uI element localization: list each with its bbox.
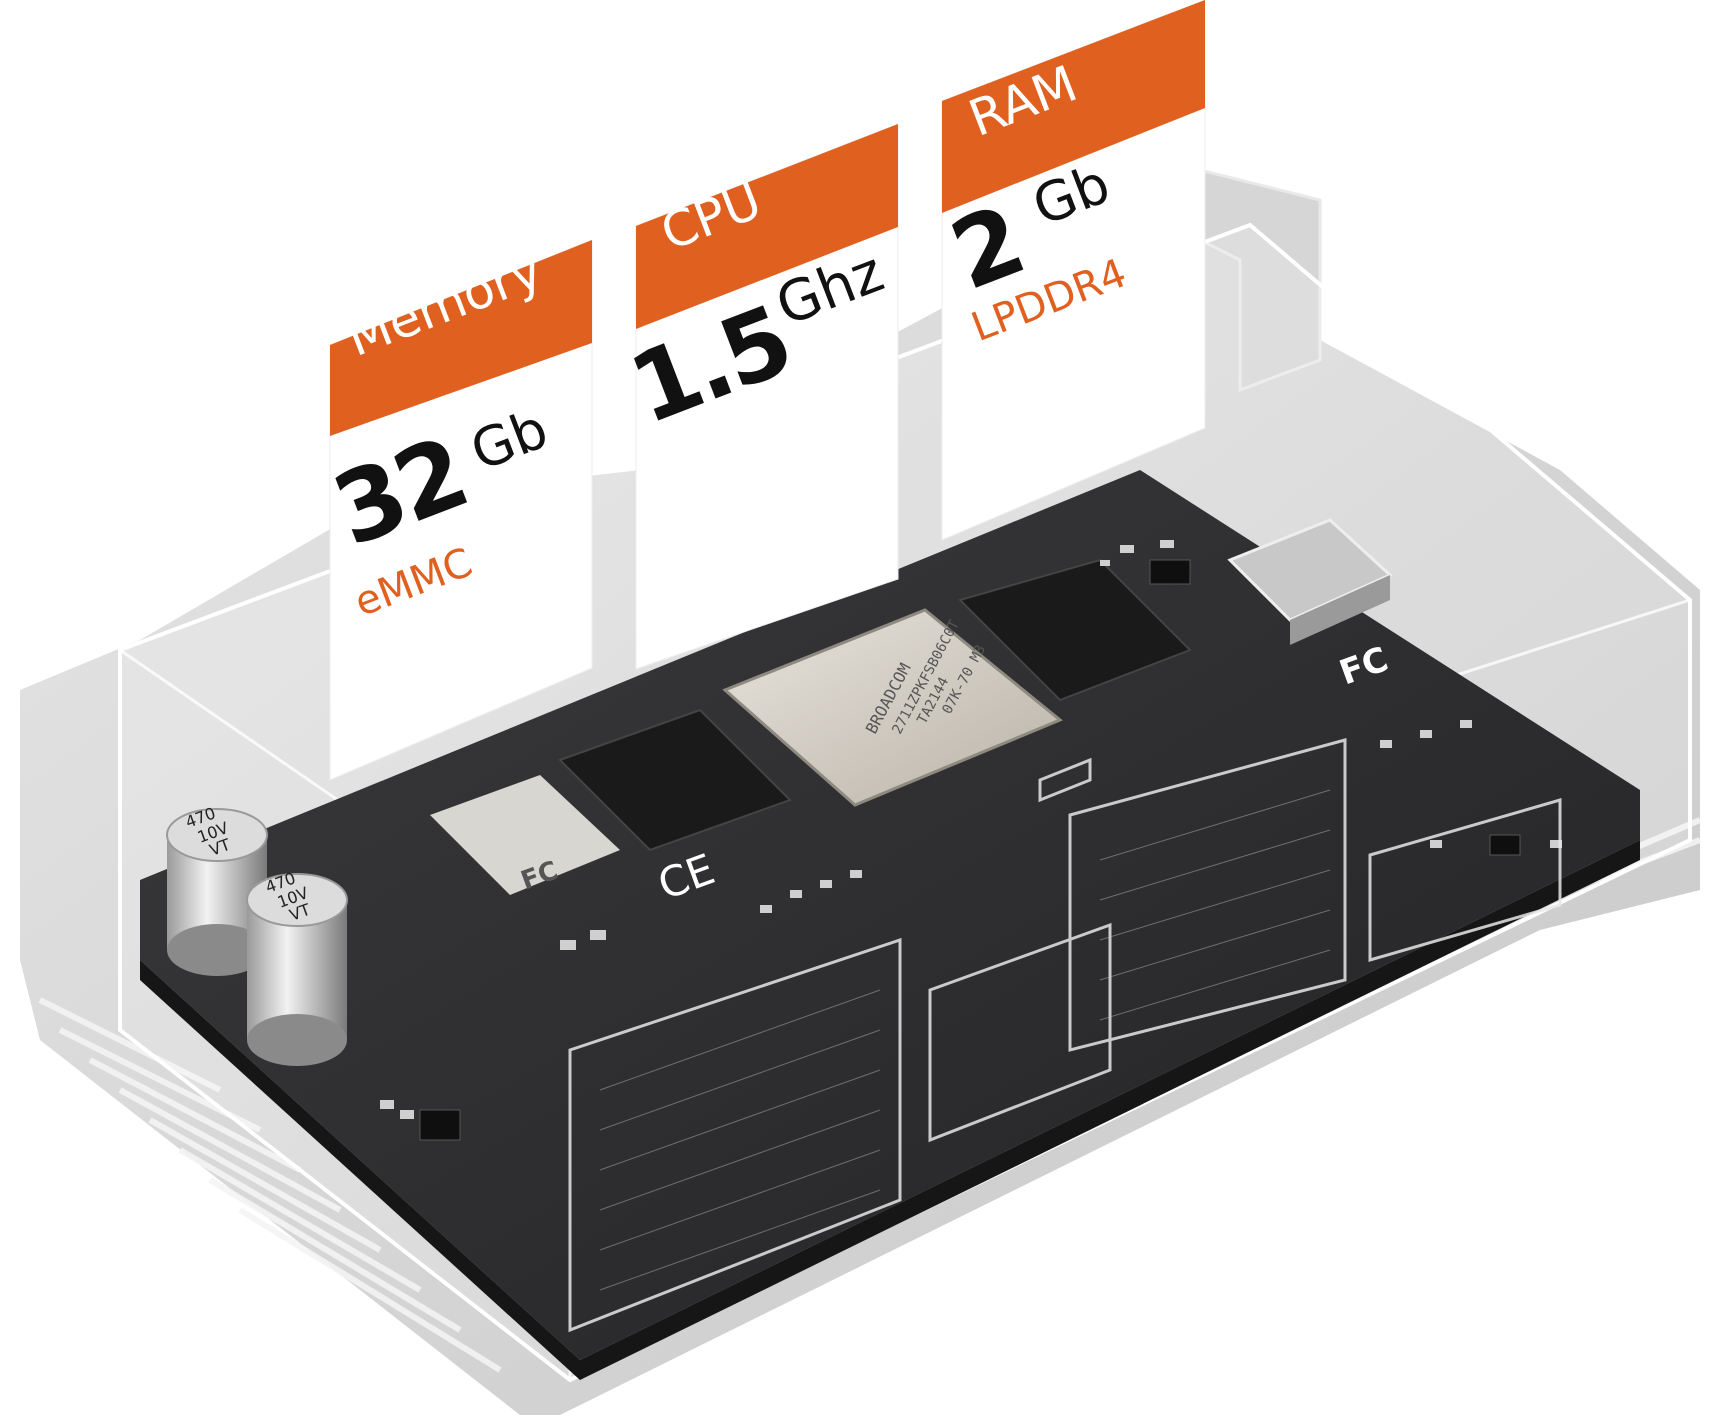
connector-housings — [568, 738, 1562, 1333]
ram-card-header — [942, 0, 1205, 213]
circuit-board: BROADCOM 2711ZPKFSB06C0T TA2144 07K-70 M… — [140, 470, 1640, 1380]
capacitor-2: 470 10V VT — [246, 868, 348, 1066]
memory-card-header — [330, 240, 592, 436]
cpu-card-header — [636, 124, 898, 329]
cpu-card: CPU 1.5 Ghz — [616, 123, 906, 670]
memory-card: Memory 32 Gb eMMC — [319, 239, 600, 781]
ram-chip — [958, 558, 1192, 702]
emmc-chip — [558, 708, 792, 852]
wifi-module — [430, 775, 620, 895]
smd-components — [380, 540, 1562, 1119]
cpu-chip: BROADCOM 2711ZPKFSB06C0T TA2144 07K-70 M… — [722, 608, 1063, 807]
usb-c-port — [1227, 518, 1393, 645]
ram-card: RAM 2 Gb LPDDR4 — [937, 0, 1212, 541]
